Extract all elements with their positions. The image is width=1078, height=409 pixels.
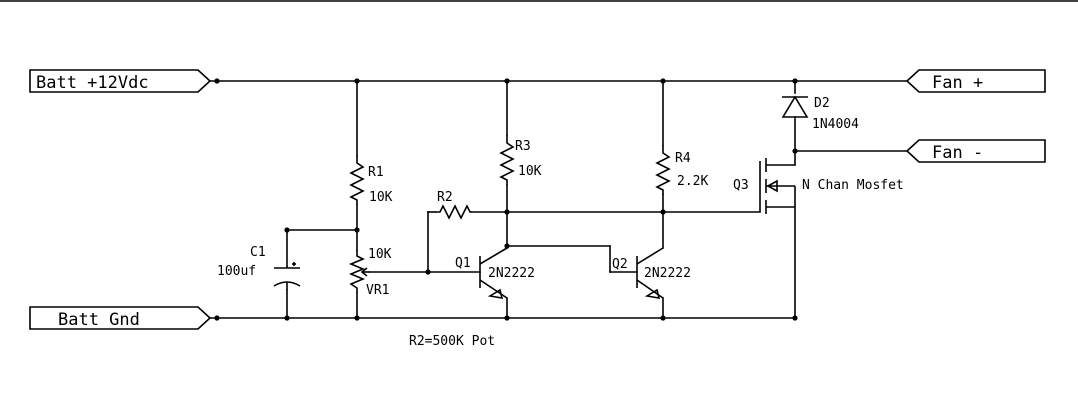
port-batt-plus-label: Batt +12Vdc <box>36 73 149 93</box>
junction-dots <box>214 78 798 321</box>
port-batt-gnd: Batt Gnd <box>29 306 212 330</box>
capacitor-c1: C1 100uf <box>217 245 301 290</box>
transistor-q1: Q1 2N2222 <box>455 247 535 299</box>
wires <box>209 80 908 319</box>
q1-value-label: 2N2222 <box>488 266 535 281</box>
r3-value-label: 10K <box>518 164 542 179</box>
c1-value-label: 100uf <box>217 264 256 279</box>
r2-ref-label: R2 <box>437 190 453 205</box>
vr1-value-label: 10K <box>368 247 392 262</box>
d2-ref-label: D2 <box>814 96 830 111</box>
r4-value-label: 2.2K <box>677 174 708 189</box>
q2-ref-label: Q2 <box>612 257 628 272</box>
d2-value-label: 1N4004 <box>812 117 859 132</box>
port-fan-plus-label: Fan + <box>932 73 983 93</box>
r3-ref-label: R3 <box>515 139 531 154</box>
mosfet-q3: Q3 N Chan Mosfet <box>733 158 904 214</box>
q1-ref-label: Q1 <box>455 256 471 271</box>
r1-ref-label: R1 <box>368 165 384 180</box>
resistor-r2: R2 <box>435 190 472 220</box>
q2-value-label: 2N2222 <box>644 266 691 281</box>
r2-note: R2=500K Pot <box>409 334 495 349</box>
r1-value-label: 10K <box>369 190 393 205</box>
resistor-r1: R1 10K <box>349 155 393 205</box>
port-batt-gnd-label: Batt Gnd <box>58 310 140 330</box>
port-fan-plus: Fan + <box>905 69 1046 93</box>
transistor-q2: Q2 2N2222 <box>612 247 691 299</box>
port-batt-plus: Batt +12Vdc <box>29 69 212 93</box>
c1-ref-label: C1 <box>250 245 266 260</box>
q3-ref-label: Q3 <box>733 178 749 193</box>
q3-value-label: N Chan Mosfet <box>802 178 904 193</box>
port-fan-minus-label: Fan - <box>932 143 983 163</box>
port-fan-minus: Fan - <box>905 139 1046 163</box>
potentiometer-vr1: 10K VR1 <box>348 247 392 298</box>
r4-ref-label: R4 <box>675 151 691 166</box>
vr1-ref-label: VR1 <box>366 283 389 298</box>
resistor-r3: R3 10K <box>499 135 542 185</box>
diode-d2: D2 1N4004 <box>781 95 859 132</box>
resistor-r4: R4 2.2K <box>655 145 708 195</box>
